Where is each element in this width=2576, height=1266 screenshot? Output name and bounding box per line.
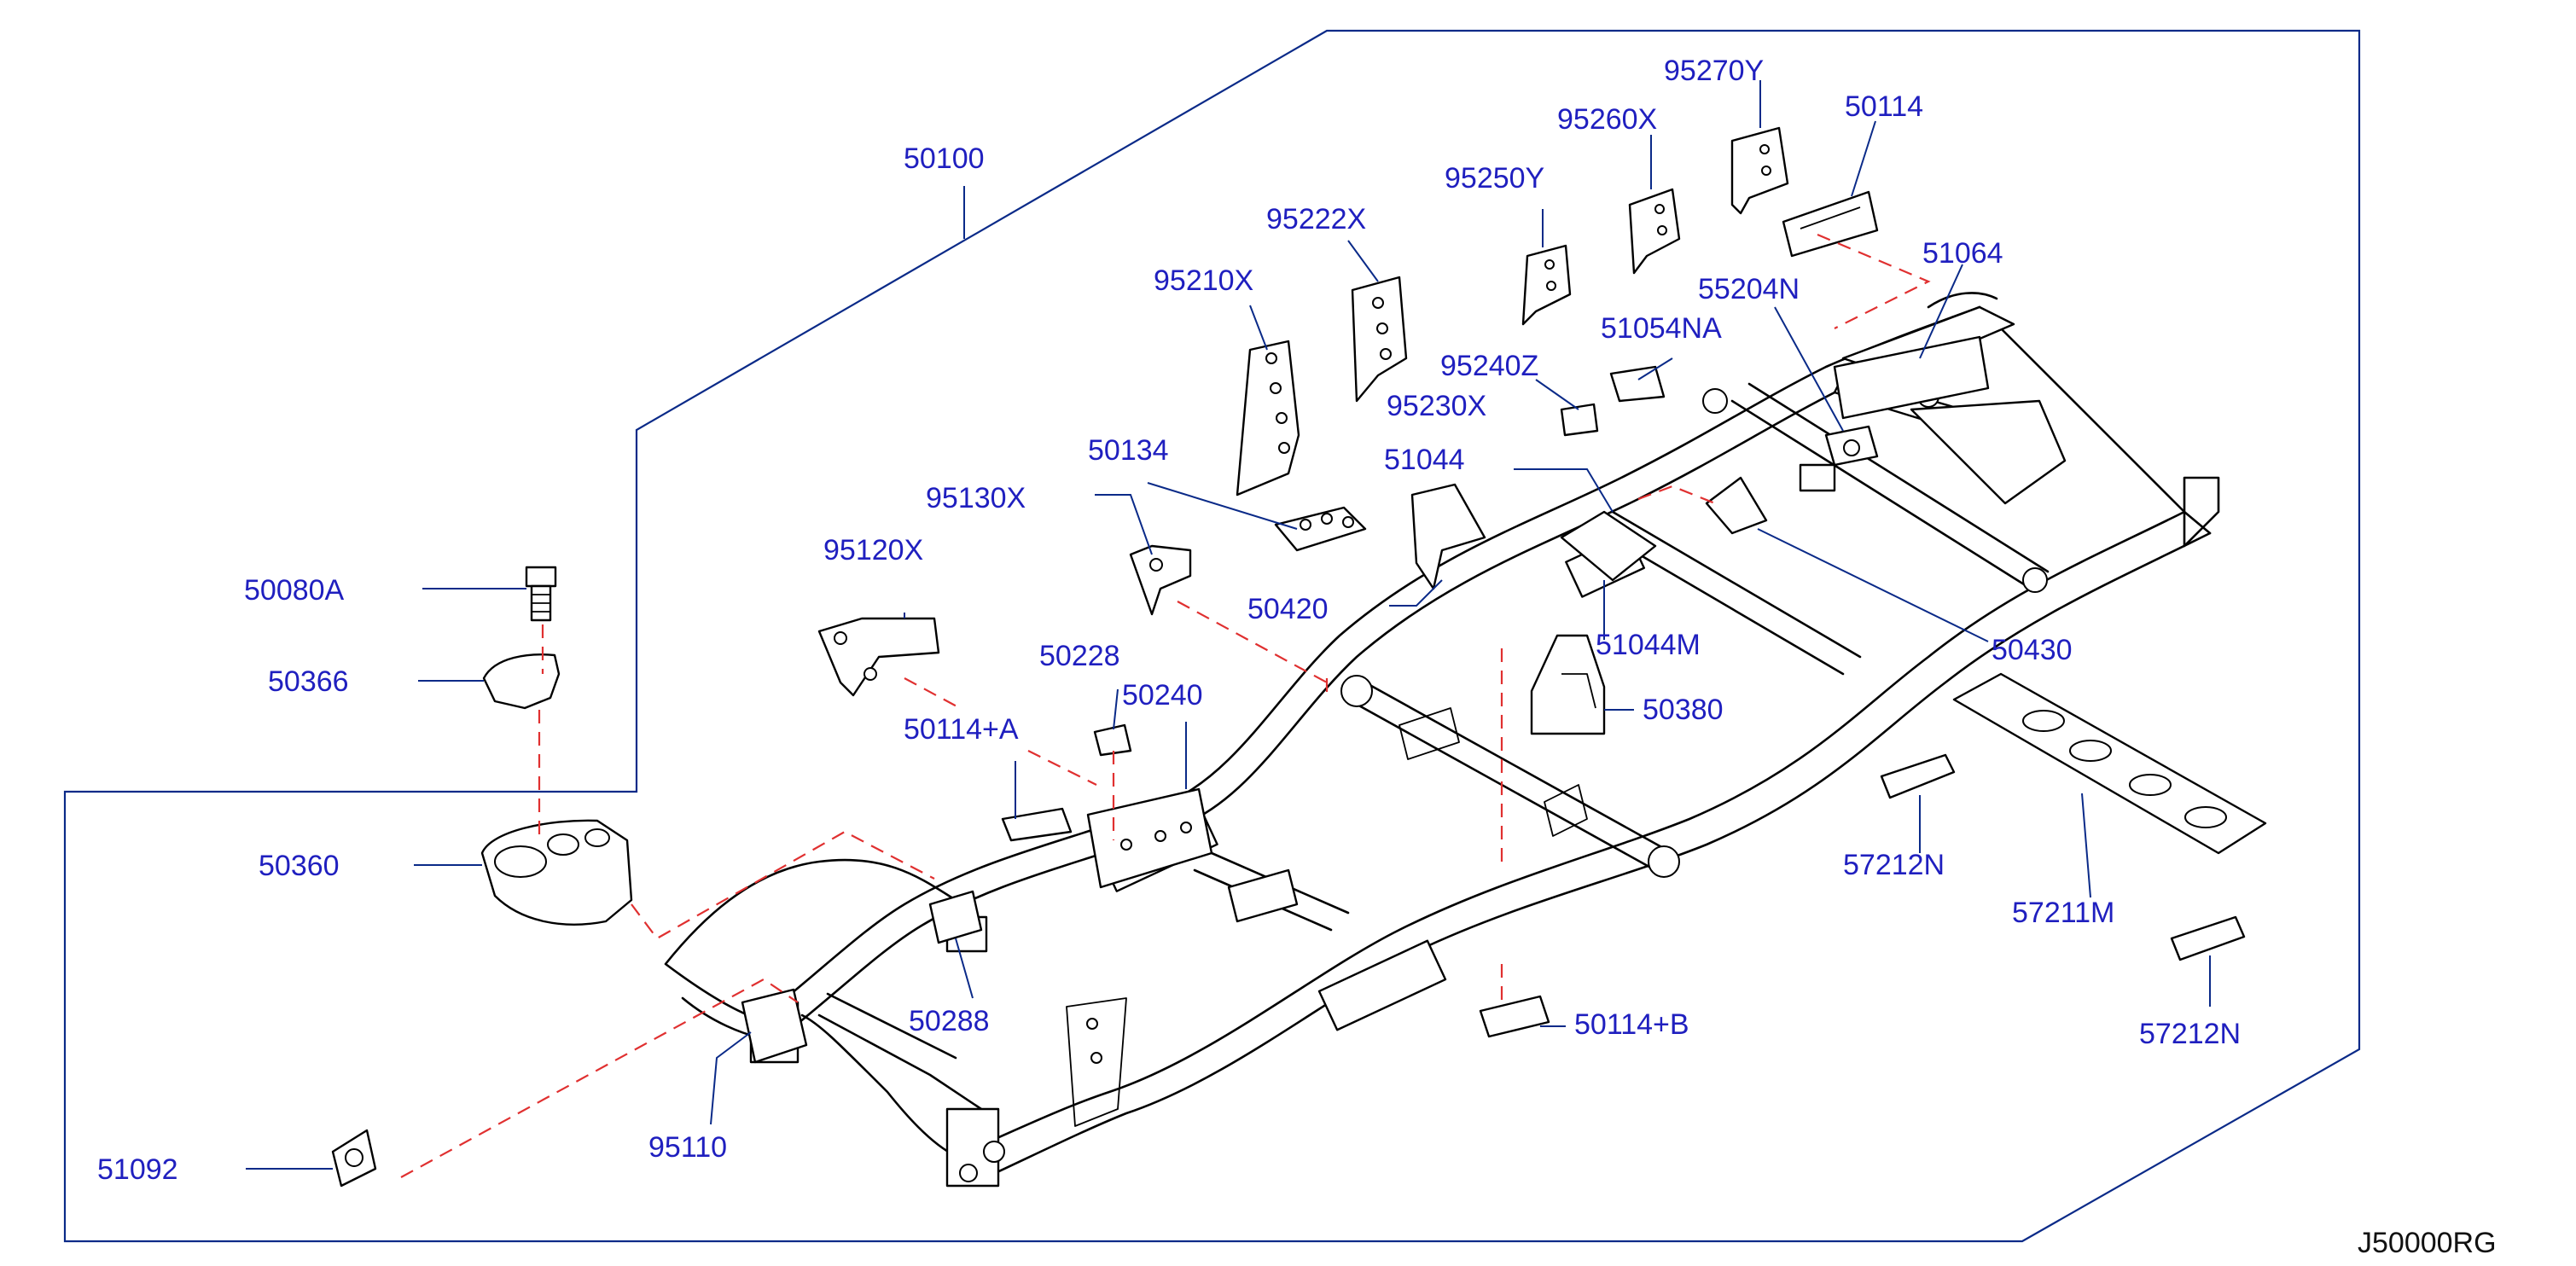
chassis-frame-drawing [664, 292, 2220, 1188]
label-95130X: 95130X [926, 482, 1026, 514]
label-57212N-upper: 57212N [1843, 849, 1945, 881]
label-50080A: 50080A [244, 574, 345, 607]
label-50366: 50366 [268, 665, 349, 698]
label-95210X: 95210X [1154, 264, 1253, 297]
part-95260X-shape [1628, 188, 1681, 275]
label-95230X: 95230X [1387, 390, 1486, 422]
part-51044-shape [1410, 483, 1486, 590]
label-50100: 50100 [904, 142, 985, 175]
part-95120X-shape [817, 617, 940, 697]
diagram-code: J50000RG [2358, 1227, 2497, 1259]
label-50380: 50380 [1643, 694, 1724, 726]
part-50366-shape [482, 653, 561, 710]
part-labels: 50100 95270Y 50114 95260X 95250Y 51064 9… [97, 55, 2241, 1186]
label-50420: 50420 [1247, 593, 1329, 625]
assembly-outline [63, 29, 2361, 1243]
part-51064-shape [1833, 335, 1990, 420]
part-50380-shape [1530, 634, 1606, 735]
part-50288-shape [928, 890, 983, 944]
label-95222X: 95222X [1266, 203, 1366, 235]
label-51044: 51044 [1384, 444, 1465, 476]
part-50228-shape [1093, 723, 1132, 757]
part-51054NA-shape [1609, 365, 1666, 403]
part-95110-shape [741, 988, 808, 1064]
label-50228: 50228 [1039, 640, 1120, 672]
label-95260X: 95260X [1557, 103, 1657, 136]
label-50114A: 50114+A [904, 713, 1019, 746]
part-57212N-upper-shape [1880, 753, 1956, 799]
part-51044M-shape [1560, 510, 1657, 582]
label-50114B: 50114+B [1574, 1008, 1689, 1041]
label-95110: 95110 [648, 1131, 727, 1164]
label-51064: 51064 [1922, 237, 2003, 270]
part-95270Y-shape [1730, 126, 1789, 215]
part-50114A-shape [1001, 807, 1073, 842]
part-50360-shape [480, 819, 633, 926]
part-50240-shape [1086, 787, 1213, 889]
alignment-lines [400, 233, 1931, 1178]
label-55204N: 55204N [1698, 273, 1800, 305]
label-51092: 51092 [97, 1153, 178, 1186]
part-57211M-shape [1952, 672, 2267, 855]
label-95240Z: 95240Z [1440, 350, 1538, 382]
leader-lines [246, 80, 2211, 1170]
label-50134: 50134 [1088, 434, 1169, 467]
label-95250Y: 95250Y [1445, 162, 1544, 195]
label-57211M: 57211M [2012, 897, 2114, 929]
part-51092-shape [331, 1129, 377, 1188]
label-95120X: 95120X [823, 534, 923, 566]
label-50240: 50240 [1122, 679, 1203, 711]
label-95270Y: 95270Y [1664, 55, 1764, 87]
part-50430-shape [1705, 476, 1768, 535]
label-51054NA: 51054NA [1601, 312, 1722, 345]
part-50114B-shape [1479, 995, 1550, 1038]
part-95222X-shape [1351, 276, 1408, 403]
part-57212N-lower-shape [2170, 915, 2246, 961]
label-50360: 50360 [259, 850, 340, 882]
part-50080A-shape [525, 566, 557, 622]
label-57212N-lower: 57212N [2139, 1018, 2241, 1050]
part-50134-shape [1274, 506, 1367, 552]
label-51044M: 51044M [1596, 629, 1701, 661]
label-50114: 50114 [1845, 90, 1923, 123]
label-50288: 50288 [909, 1005, 990, 1037]
part-95230X-shape [1560, 403, 1599, 437]
label-50430: 50430 [1992, 634, 2073, 666]
part-95210X-shape [1236, 340, 1300, 497]
part-95130X-shape [1129, 544, 1192, 616]
part-50114-shape [1782, 190, 1879, 258]
